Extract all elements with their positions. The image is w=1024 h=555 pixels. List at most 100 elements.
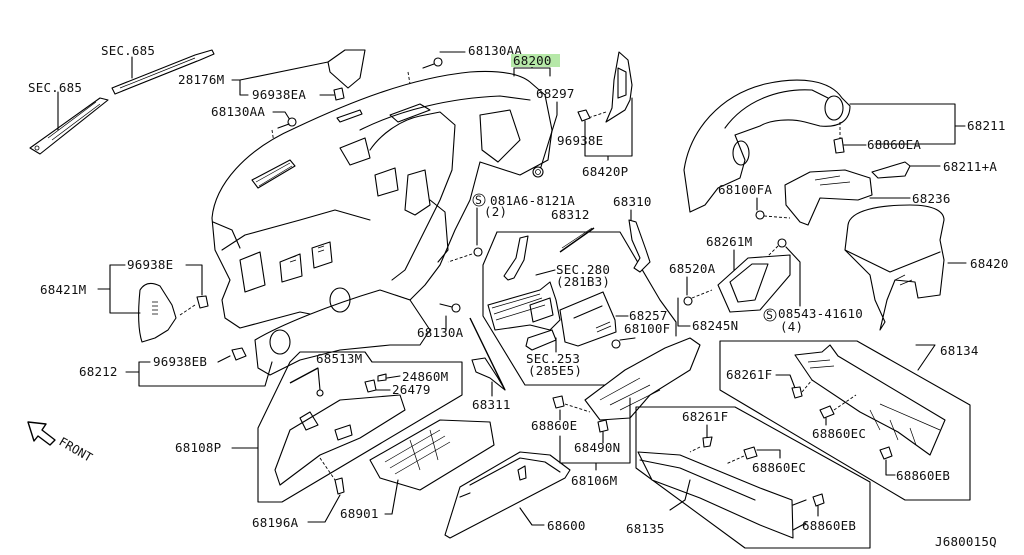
bezel-68236[interactable] <box>784 169 873 226</box>
label-68600[interactable]: 68600 <box>547 518 586 533</box>
label-68261F-b[interactable]: 68261F <box>682 409 728 424</box>
label-68310[interactable]: 68310 <box>613 194 652 209</box>
label-sec280[interactable]: SEC.280 <box>556 262 610 277</box>
label-26479[interactable]: 26479 <box>392 382 431 397</box>
label-24860M[interactable]: 24860M <box>402 369 448 384</box>
label-68311[interactable]: 68311 <box>472 397 511 412</box>
clip-68490N[interactable] <box>597 419 609 433</box>
label-68860EC-a[interactable]: 68860EC <box>812 426 866 441</box>
label-68245N[interactable]: 68245N <box>692 318 738 333</box>
audio-unit[interactable] <box>487 281 561 331</box>
label-68196A[interactable]: 68196A <box>252 515 299 530</box>
label-68261F-a[interactable]: 68261F <box>726 367 772 382</box>
label-96938EB[interactable]: 96938EB <box>153 354 207 369</box>
clip-96938EA[interactable] <box>333 87 345 101</box>
label-68130A[interactable]: 68130A <box>417 325 464 340</box>
clip-68261F-b[interactable] <box>702 436 713 448</box>
finisher-68261M[interactable] <box>717 254 791 313</box>
label-68420P[interactable]: 68420P <box>582 164 628 179</box>
label-68100FA[interactable]: 68100FA <box>718 182 772 197</box>
label-68106M[interactable]: 68106M <box>571 473 617 488</box>
label-68211A[interactable]: 68211+A <box>943 159 997 174</box>
label-68860EB-a[interactable]: 68860EB <box>896 468 950 483</box>
clip-68860EB-a[interactable] <box>879 446 893 460</box>
bulb-24860M[interactable] <box>377 373 387 382</box>
label-68513M[interactable]: 68513M <box>316 351 362 366</box>
label-sec253[interactable]: SEC.253 <box>526 351 580 366</box>
screw-08543[interactable] <box>777 238 787 248</box>
clip-96938EB[interactable] <box>231 347 247 361</box>
trim-68311[interactable] <box>469 317 506 391</box>
strip-68312[interactable] <box>559 227 595 253</box>
tray-68901[interactable] <box>369 419 495 491</box>
label-68860EB-b[interactable]: 68860EB <box>802 518 856 533</box>
screw-68130A[interactable] <box>439 303 461 313</box>
damper-68513M[interactable] <box>289 367 324 397</box>
label-68520A[interactable]: 68520A <box>669 261 716 276</box>
clip-96938E-left[interactable] <box>196 295 209 309</box>
label-28176M[interactable]: 28176M <box>178 72 224 87</box>
label-68130AA-left[interactable]: 68130AA <box>211 104 265 119</box>
label-68297[interactable]: 68297 <box>536 86 575 101</box>
instrument-panel[interactable] <box>211 70 553 329</box>
screw-68130AA-left[interactable] <box>277 117 297 129</box>
screw-68520A[interactable] <box>683 296 693 306</box>
label-08543-41610[interactable]: 08543-41610 <box>778 306 863 321</box>
clip-68860EC-a[interactable] <box>819 405 835 419</box>
clip-68860EB-b[interactable] <box>812 493 825 507</box>
label-68108P[interactable]: 68108P <box>175 440 221 455</box>
defroster-grille-left[interactable] <box>29 97 109 155</box>
label-68490N[interactable]: 68490N <box>574 440 620 455</box>
label-68200[interactable]: 68200 <box>513 53 552 68</box>
console-lid-68420[interactable] <box>844 204 945 331</box>
trim-68310[interactable] <box>628 219 651 273</box>
side-pad-68421M[interactable] <box>138 282 177 343</box>
label-68135[interactable]: 68135 <box>626 521 665 536</box>
clip-68860EA[interactable] <box>833 137 845 154</box>
clip-68261F-a[interactable] <box>791 386 803 399</box>
label-68100F[interactable]: 68100F <box>624 321 670 336</box>
glovebox-68600[interactable] <box>444 451 571 539</box>
label-68212[interactable]: 68212 <box>79 364 118 379</box>
label-96938E-top[interactable]: 96938E <box>557 133 603 148</box>
console-side-68135[interactable] <box>637 451 807 539</box>
label-68130AA-top[interactable]: 68130AA <box>468 43 522 58</box>
cluster-lid-68211[interactable] <box>683 79 851 213</box>
label-sec685-b[interactable]: SEC.685 <box>101 43 155 58</box>
clip-68196A[interactable] <box>334 477 345 495</box>
label-081A6-8121A[interactable]: 081A6-8121A <box>490 193 575 208</box>
glovebox-lid-68108P[interactable] <box>274 394 406 486</box>
label-68312[interactable]: 68312 <box>551 207 590 222</box>
label-68860EC-b[interactable]: 68860EC <box>752 460 806 475</box>
grommet-68297[interactable] <box>532 166 544 178</box>
label-96938EA[interactable]: 96938EA <box>252 87 306 102</box>
label-68860EA[interactable]: 68860EA <box>867 137 921 152</box>
label-68420[interactable]: 68420 <box>970 256 1009 271</box>
bracket-sec280[interactable] <box>503 235 529 281</box>
label-68257[interactable]: 68257 <box>629 308 668 323</box>
clip-68860E[interactable] <box>552 395 565 409</box>
defroster-grille-right[interactable] <box>111 49 215 95</box>
bracket-sec253[interactable] <box>525 329 557 351</box>
label-68236[interactable]: 68236 <box>912 191 951 206</box>
trim-68211A[interactable] <box>871 161 911 179</box>
lamp-26479[interactable] <box>364 379 377 393</box>
bracket-68106M[interactable] <box>584 337 701 421</box>
label-sec685-a[interactable]: SEC.685 <box>28 80 82 95</box>
label-68261M[interactable]: 68261M <box>706 234 752 249</box>
clip-96938E-top[interactable] <box>577 109 591 122</box>
console-finisher-68134[interactable] <box>794 344 946 456</box>
label-68211[interactable]: 68211 <box>967 118 1006 133</box>
screw-081A6[interactable] <box>473 247 483 257</box>
screw-68100FA[interactable] <box>755 210 765 220</box>
label-68901[interactable]: 68901 <box>340 506 379 521</box>
screw-68130AA-top[interactable] <box>422 57 443 69</box>
label-68860E[interactable]: 68860E <box>531 418 577 433</box>
clip-68860EC-b[interactable] <box>743 446 758 460</box>
label-96938E-left[interactable]: 96938E <box>127 257 173 272</box>
pillar-cover-68420P[interactable] <box>605 51 633 123</box>
speaker-grille[interactable] <box>327 49 366 89</box>
panel-68257[interactable] <box>559 291 617 347</box>
label-68134[interactable]: 68134 <box>940 343 979 358</box>
screw-68100F[interactable] <box>611 339 621 349</box>
